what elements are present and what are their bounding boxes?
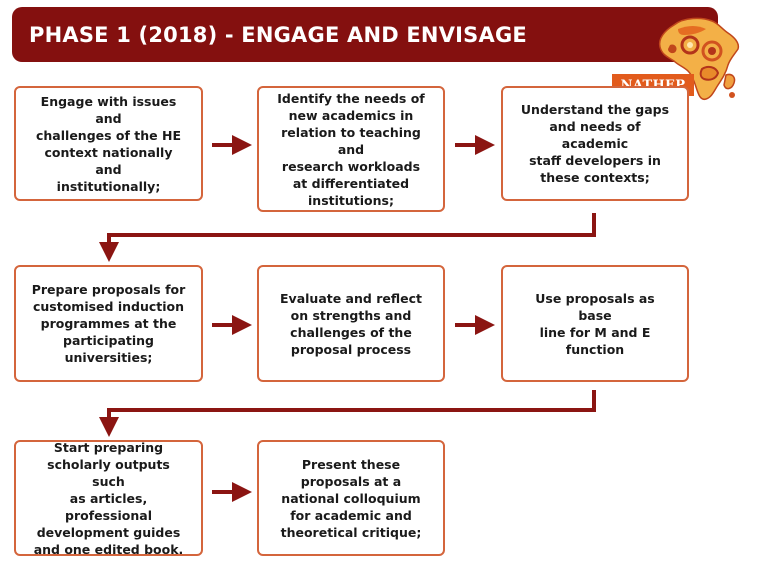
connector-6-to-7 bbox=[99, 390, 596, 437]
step-2-text: Identify the needs of new academics in r… bbox=[277, 90, 425, 208]
connector-3-to-4 bbox=[99, 213, 596, 262]
africa-map-icon bbox=[658, 17, 740, 101]
step-8-text: Present these proposals at a national co… bbox=[280, 456, 422, 540]
step-6-box: Use proposals as base line for M and E f… bbox=[501, 265, 689, 382]
step-8-box: Present these proposals at a national co… bbox=[257, 440, 445, 556]
step-3-box: Understand the gaps and needs of academi… bbox=[501, 86, 689, 201]
step-7-text: Start preparing scholarly outputs such a… bbox=[33, 439, 184, 557]
step-6-text: Use proposals as base line for M and E f… bbox=[535, 290, 655, 357]
step-1-text: Engage with issues and challenges of the… bbox=[36, 93, 181, 194]
step-2-box: Identify the needs of new academics in r… bbox=[257, 86, 445, 212]
step-5-text: Evaluate and reflect on strengths and ch… bbox=[280, 290, 422, 357]
step-7-box: Start preparing scholarly outputs such a… bbox=[14, 439, 203, 557]
phase-banner: PHASE 1 (2018) - ENGAGE AND ENVISAGE bbox=[12, 7, 718, 62]
step-4-box: Prepare proposals for customised inducti… bbox=[14, 265, 203, 382]
step-4-text: Prepare proposals for customised inducti… bbox=[31, 282, 186, 365]
step-1-box: Engage with issues and challenges of the… bbox=[14, 86, 203, 201]
step-3-text: Understand the gaps and needs of academi… bbox=[520, 102, 670, 185]
phase-title: PHASE 1 (2018) - ENGAGE AND ENVISAGE bbox=[29, 22, 527, 47]
step-5-box: Evaluate and reflect on strengths and ch… bbox=[257, 265, 445, 382]
